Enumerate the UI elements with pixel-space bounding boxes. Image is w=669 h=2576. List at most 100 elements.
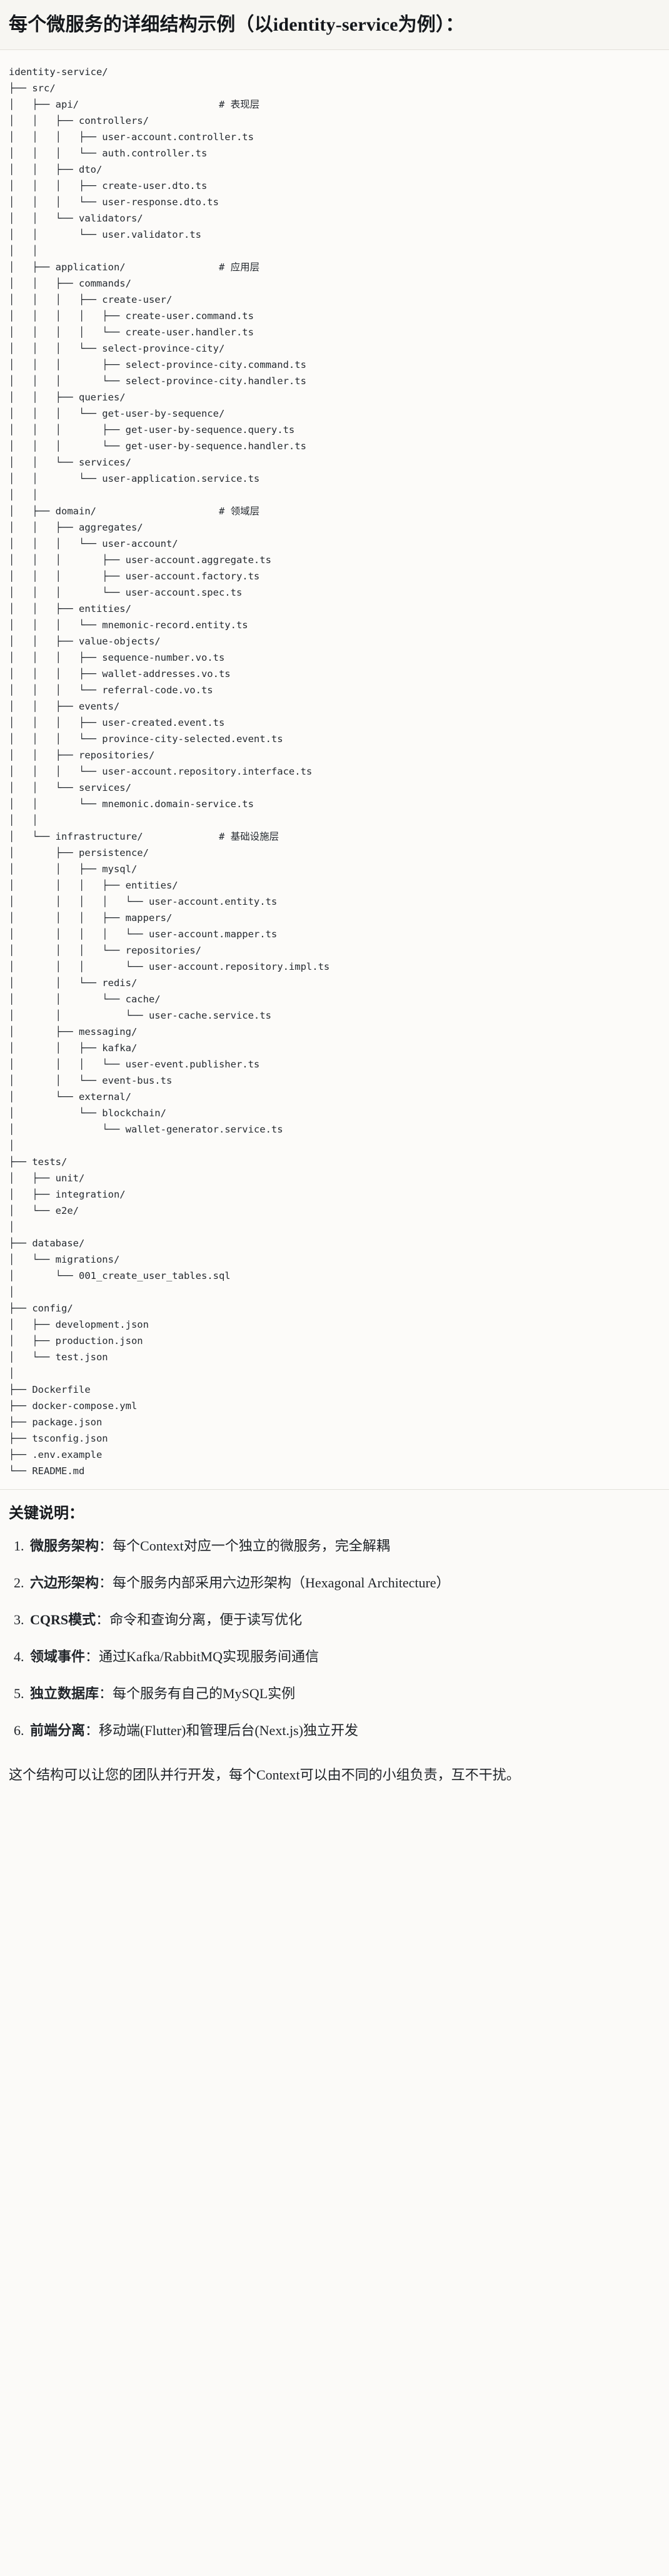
key-point-separator: ： [99, 1575, 113, 1591]
key-point-description: 每个服务有自己的MySQL实例 [113, 1686, 296, 1702]
tree-line: │ │ ├── value-objects/ [9, 635, 161, 647]
key-point-separator: ： [85, 1723, 99, 1739]
tree-line: │ │ │ │ └── user-account.entity.ts [9, 895, 278, 907]
tree-line: │ │ │ ├── mappers/ [9, 912, 173, 924]
key-point-description: 移动端(Flutter)和管理后台(Next.js)独立开发 [99, 1723, 358, 1739]
tree-line: │ │ │ │ └── user-account.mapper.ts [9, 928, 278, 940]
key-point-term: 前端分离 [30, 1723, 86, 1739]
tree-line: │ │ │ │ └── create-user.handler.ts [9, 326, 254, 338]
key-points-title: 关键说明： [9, 1505, 84, 1522]
tree-line: │ │ └── services/ [9, 456, 131, 468]
tree-line: │ │ ├── mysql/ [9, 863, 138, 875]
key-point-item: CQRS模式：命令和查询分离，便于读写优化 [28, 1609, 654, 1630]
tree-line: ├── Dockerfile [9, 1383, 91, 1395]
tree-line: │ │ ├── queries/ [9, 391, 126, 403]
tree-line: │ │ └── services/ [9, 781, 131, 793]
tree-line: │ ├── development.json [9, 1318, 149, 1330]
tree-line: │ │ │ ├── user-account.controller.ts [9, 131, 254, 143]
key-points-list: 微服务架构：每个Context对应一个独立的微服务，完全解耦六边形架构：每个服务… [9, 1535, 654, 1741]
tree-line: │ │ │ └── province-city-selected.event.t… [9, 733, 283, 745]
tree-line: │ │ │ └── auth.controller.ts [9, 147, 208, 159]
tree-line: │ │ │ ├── sequence-number.vo.ts [9, 651, 225, 663]
key-point-separator: ： [99, 1686, 113, 1702]
tree-line: │ │ │ └── repositories/ [9, 944, 201, 956]
key-point-separator: ： [85, 1649, 99, 1665]
tree-line: ├── docker-compose.yml [9, 1400, 138, 1412]
tree-line: │ ├── integration/ [9, 1188, 126, 1200]
tree-line: │ │ [9, 245, 38, 257]
tree-line: │ ├── domain/ # 领域层 [9, 505, 260, 517]
tree-line: │ │ ├── repositories/ [9, 749, 155, 761]
tree-line: │ │ ├── controllers/ [9, 115, 149, 126]
key-point-item: 前端分离：移动端(Flutter)和管理后台(Next.js)独立开发 [28, 1720, 654, 1741]
tree-line: │ │ └── user-cache.service.ts [9, 1009, 271, 1021]
tree-line: │ └── external/ [9, 1091, 131, 1102]
tree-line: │ │ └── event-bus.ts [9, 1074, 173, 1086]
tree-line: │ │ │ ├── user-account.aggregate.ts [9, 554, 271, 566]
tree-line: │ │ │ └── get-user-by-sequence/ [9, 407, 225, 419]
tree-line: │ │ │ ├── user-created.event.ts [9, 716, 225, 728]
tree-line: │ │ │ └── user-account.repository.interf… [9, 765, 313, 777]
tree-line: │ └── blockchain/ [9, 1107, 166, 1119]
tree-line: │ │ ├── aggregates/ [9, 521, 143, 533]
directory-tree: identity-service/ ├── src/ │ ├── api/ # … [9, 64, 660, 1479]
key-point-term: 独立数据库 [30, 1686, 99, 1702]
tree-line: │ │ │ └── user-account.repository.impl.t… [9, 960, 330, 972]
tree-line: ├── tests/ [9, 1156, 68, 1168]
tree-line: │ └── test.json [9, 1351, 108, 1363]
closing-paragraph: 这个结构可以让您的团队并行开发，每个Context可以由不同的小组负责，互不干扰… [9, 1767, 520, 1783]
tree-line: │ │ │ └── select-province-city.handler.t… [9, 375, 306, 387]
tree-line: │ │ │ ├── select-province-city.command.t… [9, 359, 306, 370]
tree-line: │ │ └── mnemonic.domain-service.ts [9, 798, 254, 810]
key-points-section: 关键说明： 微服务架构：每个Context对应一个独立的微服务，完全解耦六边形架… [0, 1489, 669, 1761]
tree-line: │ │ ├── dto/ [9, 163, 103, 175]
tree-line: │ │ ├── kafka/ [9, 1042, 138, 1054]
tree-line: │ │ │ │ ├── create-user.command.ts [9, 310, 254, 322]
tree-line: │ └── wallet-generator.service.ts [9, 1123, 283, 1135]
tree-line: │ └── 001_create_user_tables.sql [9, 1270, 231, 1281]
tree-line: │ [9, 1221, 15, 1233]
tree-line: └── README.md [9, 1465, 85, 1477]
tree-line: │ │ │ ├── get-user-by-sequence.query.ts [9, 424, 295, 435]
key-point-description: 命令和查询分离，便于读写优化 [109, 1612, 303, 1628]
tree-line: │ │ ├── entities/ [9, 603, 131, 614]
tree-line: │ │ │ ├── entities/ [9, 879, 178, 891]
tree-line: │ [9, 1367, 15, 1379]
key-point-term: 领域事件 [30, 1649, 86, 1665]
key-point-separator: ： [96, 1612, 110, 1628]
tree-line: │ └── migrations/ [9, 1253, 120, 1265]
key-point-separator: ： [99, 1538, 113, 1554]
tree-line: ├── config/ [9, 1302, 73, 1314]
tree-line: │ │ │ └── referral-code.vo.ts [9, 684, 213, 696]
tree-line: │ ├── application/ # 应用层 [9, 261, 260, 273]
tree-line: │ │ │ ├── user-account.factory.ts [9, 570, 260, 582]
tree-line: │ │ │ └── user-account.spec.ts [9, 586, 243, 598]
tree-line: │ │ └── validators/ [9, 212, 143, 224]
document-page: 每个微服务的详细结构示例（以identity-service为例）： ident… [0, 0, 669, 1801]
key-point-term: 微服务架构 [30, 1538, 99, 1554]
tree-line: │ [9, 1286, 15, 1298]
key-point-description: 通过Kafka/RabbitMQ实现服务间通信 [99, 1649, 319, 1665]
tree-line: │ │ │ └── get-user-by-sequence.handler.t… [9, 440, 306, 452]
tree-line: │ │ │ └── select-province-city/ [9, 342, 225, 354]
tree-line: │ │ │ ├── create-user/ [9, 293, 173, 305]
page-title: 每个微服务的详细结构示例（以identity-service为例）： [0, 0, 669, 50]
tree-line: │ [9, 1139, 15, 1151]
tree-line: │ │ │ └── user-response.dto.ts [9, 196, 219, 208]
tree-line: identity-service/ [9, 66, 108, 78]
tree-line: │ │ └── redis/ [9, 977, 138, 989]
key-point-item: 领域事件：通过Kafka/RabbitMQ实现服务间通信 [28, 1646, 654, 1667]
tree-line: │ ├── messaging/ [9, 1026, 138, 1037]
key-point-term: CQRS模式 [30, 1612, 96, 1628]
tree-line: │ │ └── user-application.service.ts [9, 472, 260, 484]
tree-line: ├── .env.example [9, 1448, 103, 1460]
tree-line: │ │ └── user.validator.ts [9, 228, 201, 240]
tree-line: │ │ [9, 814, 38, 826]
tree-line: │ └── e2e/ [9, 1204, 79, 1216]
tree-line: │ │ ├── commands/ [9, 277, 131, 289]
key-point-item: 独立数据库：每个服务有自己的MySQL实例 [28, 1683, 654, 1704]
tree-line: │ │ │ └── user-event.publisher.ts [9, 1058, 260, 1070]
tree-line: │ │ [9, 489, 38, 501]
key-point-term: 六边形架构 [30, 1575, 99, 1591]
tree-line: │ │ │ └── mnemonic-record.entity.ts [9, 619, 248, 631]
